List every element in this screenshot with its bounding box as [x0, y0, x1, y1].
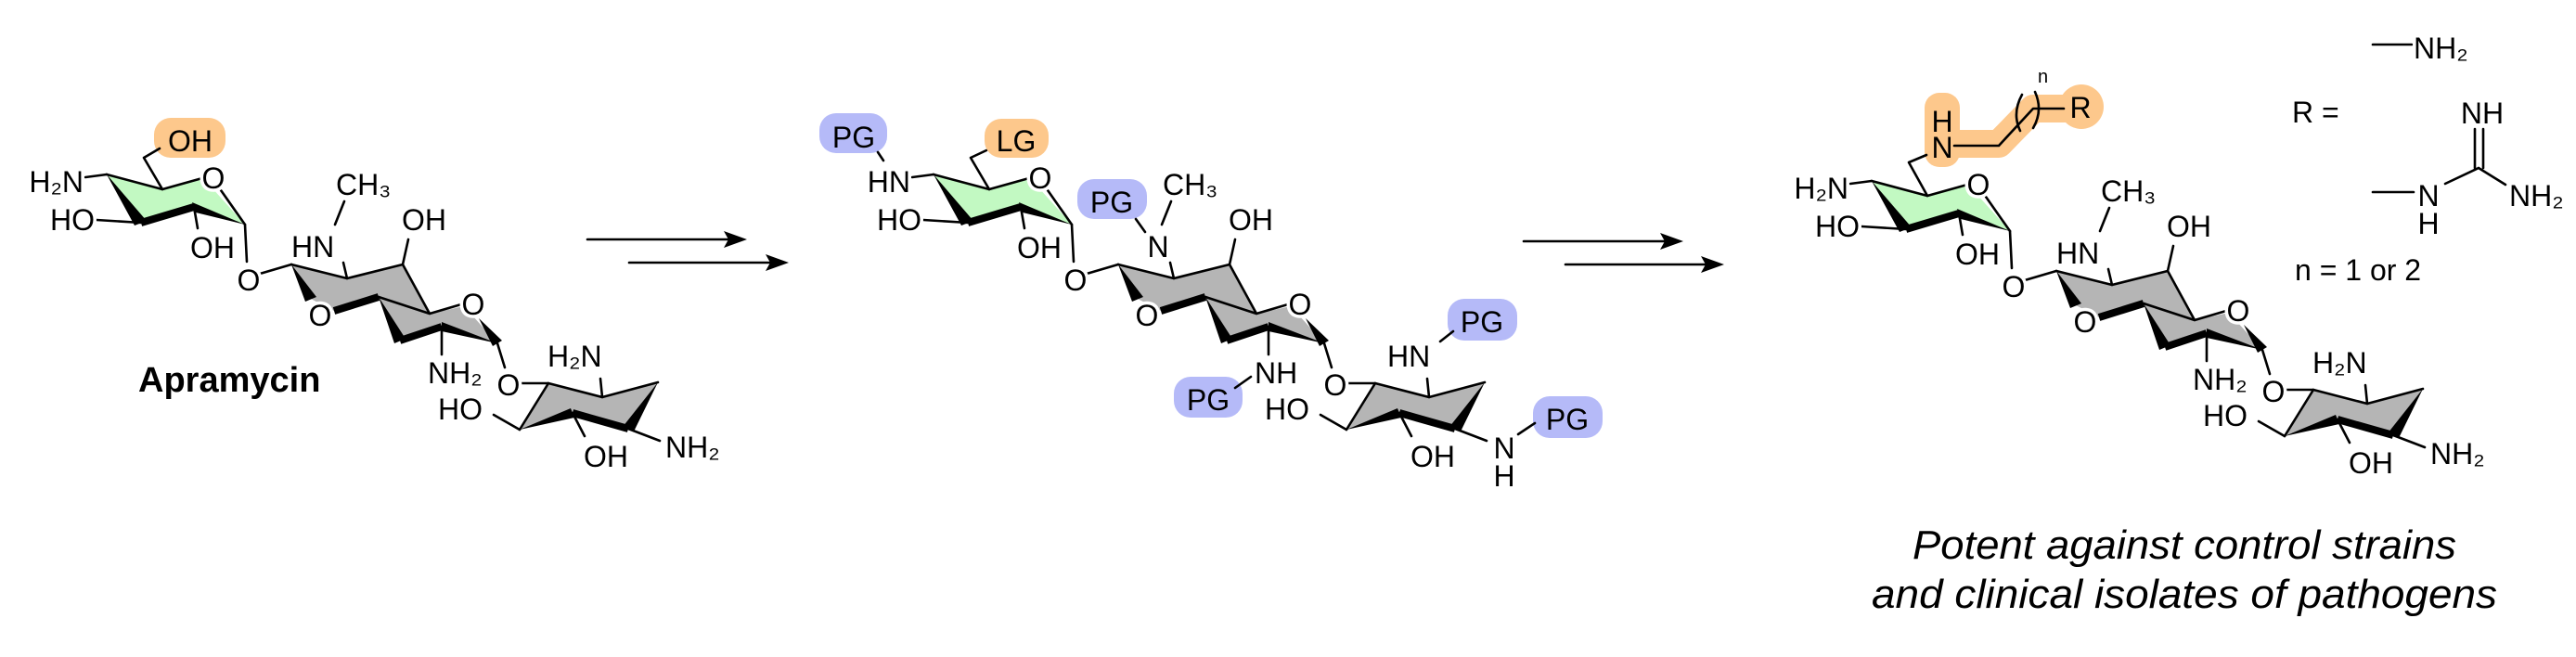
- c3-hydroxyl-label: HO: [50, 203, 95, 237]
- ring-b-amine-label: NH: [1255, 356, 1297, 390]
- reaction-arrows-step-2: [1522, 233, 1724, 273]
- activity-caption-line-2: and clinical isolates of pathogens: [1872, 572, 2497, 617]
- ring-b-oxygen-label-2: O: [462, 288, 485, 321]
- methyl-label: CH₃: [1163, 168, 1217, 201]
- apramycin-structure: OH H₂N HO OH O O HN CH₃ OH O O NH₂ O H₂N…: [26, 118, 723, 477]
- methylamine-label: N: [1147, 230, 1168, 264]
- repeat-bracket-close: [2031, 90, 2041, 130]
- amine-option-label: NH₂: [2414, 32, 2468, 65]
- repeat-count-label: n: [2038, 67, 2048, 87]
- ring-b-hydroxyl-label: OH: [1229, 203, 1273, 237]
- ring-c-hydroxyl-label: HO: [2203, 399, 2248, 432]
- methylamine-label: HN: [291, 230, 334, 264]
- ring-a-oxygen-label: O: [1029, 161, 1052, 195]
- protecting-group-badge: [1077, 179, 1147, 219]
- protecting-group-badge: [1533, 396, 1603, 438]
- c4-amine-label: H₂N: [29, 165, 84, 199]
- ring-c-amine-top-label: H₂N: [547, 340, 602, 373]
- c6-hydroxyl-label: OH: [168, 124, 213, 158]
- aminoglycoside-skeleton: [1850, 181, 2425, 447]
- c4-amine-label: HN: [868, 165, 910, 199]
- glycosidic-oxygen-label-2: O: [497, 368, 521, 402]
- arrowhead-icon: [1701, 256, 1724, 273]
- arrowhead-icon: [766, 254, 789, 271]
- methylamine-label: HN: [2056, 237, 2099, 270]
- protecting-group-badge: [1174, 377, 1243, 418]
- ring-c-amine-label: NH₂: [2430, 437, 2485, 470]
- guanidine-hydrogen-label: H: [2417, 207, 2439, 240]
- c4-amine-label: H₂N: [1794, 172, 1848, 205]
- glycosidic-oxygen-label: O: [1064, 264, 1088, 297]
- c3-hydroxyl-label: HO: [877, 203, 921, 237]
- glycosidic-oxygen-label: O: [2003, 270, 2026, 303]
- ring-c-amine-top-label: HN: [1387, 340, 1430, 373]
- ring-c-amine-label: NH₂: [665, 431, 720, 464]
- ring-b-oxygen-label: O: [1136, 299, 1159, 332]
- ring-b-amine-label: NH₂: [2193, 363, 2248, 396]
- glycosidic-oxygen-label-2: O: [1324, 368, 1347, 402]
- guanidine-bonds: [2371, 127, 2507, 194]
- hydroxyl-highlight: [154, 118, 225, 158]
- ring-a-oxygen-label: O: [1967, 168, 1990, 201]
- ring-c-hydroxyl-label-2: OH: [584, 440, 628, 473]
- ring-c-hydroxyl-label-2: OH: [2349, 446, 2393, 480]
- ring-c-amine-hydrogen-label: H: [1493, 459, 1514, 493]
- ring-b-oxygen-label-2: O: [2227, 294, 2250, 328]
- reaction-arrows-step-1: [586, 231, 789, 271]
- ring-c-amine-top-label: H₂N: [2312, 346, 2367, 380]
- ring-b-oxygen-label: O: [309, 299, 332, 332]
- leaving-group-badge: [985, 119, 1049, 158]
- protecting-group-label: PG: [1461, 305, 1503, 339]
- protecting-group-label: PG: [1090, 186, 1133, 219]
- protecting-group-badge: [1448, 299, 1517, 341]
- guanidine-nitrogen-label: N: [2417, 179, 2439, 213]
- ring-b-oxygen-label-2: O: [1289, 288, 1312, 321]
- arrowhead-icon: [1660, 233, 1683, 250]
- r-group-definition: R = NH₂ NH N H NH₂ n = 1 or 2: [2289, 29, 2568, 290]
- ring-b-amine-label: NH₂: [428, 356, 483, 390]
- methyl-label: CH₃: [2101, 174, 2156, 208]
- side-chain-nitrogen-label: N: [1931, 131, 1952, 164]
- protecting-group-label: PG: [1187, 383, 1230, 417]
- r-group-label: R: [2069, 91, 2091, 124]
- side-chain-hydrogen-label: H: [1931, 105, 1952, 138]
- ring-c-hydroxyl-label-2: OH: [1410, 440, 1455, 473]
- ring-c-hydroxyl-label: HO: [438, 393, 483, 426]
- r-equals-label: R =: [2292, 96, 2339, 129]
- c3-hydroxyl-label: HO: [1815, 210, 1860, 243]
- protected-intermediate-structure: PG HN LG HO OH O O PG N CH₃ OH O O NH PG…: [819, 113, 1603, 496]
- ring-b-hydroxyl-label: OH: [2167, 210, 2211, 243]
- aminoglycoside-skeleton: [85, 174, 660, 441]
- repeat-bracket-open: [2015, 93, 2024, 133]
- c2-hydroxyl-label: OH: [1955, 238, 2000, 271]
- guanidine-imine-label: NH: [2461, 97, 2504, 130]
- protecting-group-label: PG: [1546, 403, 1589, 436]
- repeat-count-note: n = 1 or 2: [2295, 253, 2421, 287]
- product-structure: n H N R H₂N HO OH O O HN CH₃ OH O O NH₂ …: [1791, 67, 2488, 483]
- ring-b-hydroxyl-label: OH: [402, 203, 446, 237]
- ring-b-oxygen-label: O: [2074, 305, 2097, 339]
- arrowhead-icon: [724, 231, 747, 248]
- ring-a-oxygen-label: O: [202, 161, 225, 195]
- guanidine-amine-label: NH₂: [2509, 179, 2564, 213]
- c2-hydroxyl-label: OH: [190, 231, 235, 264]
- glycosidic-oxygen-label-2: O: [2262, 375, 2286, 408]
- protecting-group-label: PG: [832, 121, 875, 154]
- c2-hydroxyl-label: OH: [1017, 231, 1062, 264]
- compound-name-label: Apramycin: [138, 361, 320, 400]
- protecting-group-badge: [819, 113, 887, 153]
- ring-c-hydroxyl-label: HO: [1265, 393, 1309, 426]
- activity-caption-line-1: Potent against control strains: [1913, 522, 2456, 568]
- methyl-label: CH₃: [336, 168, 391, 201]
- leaving-group-label: LG: [997, 124, 1037, 158]
- glycosidic-oxygen-label: O: [238, 264, 261, 297]
- r-group-highlight: [2059, 84, 2104, 129]
- ring-c-amine-label: N: [1493, 432, 1514, 465]
- side-chain-highlight: [1925, 93, 1960, 167]
